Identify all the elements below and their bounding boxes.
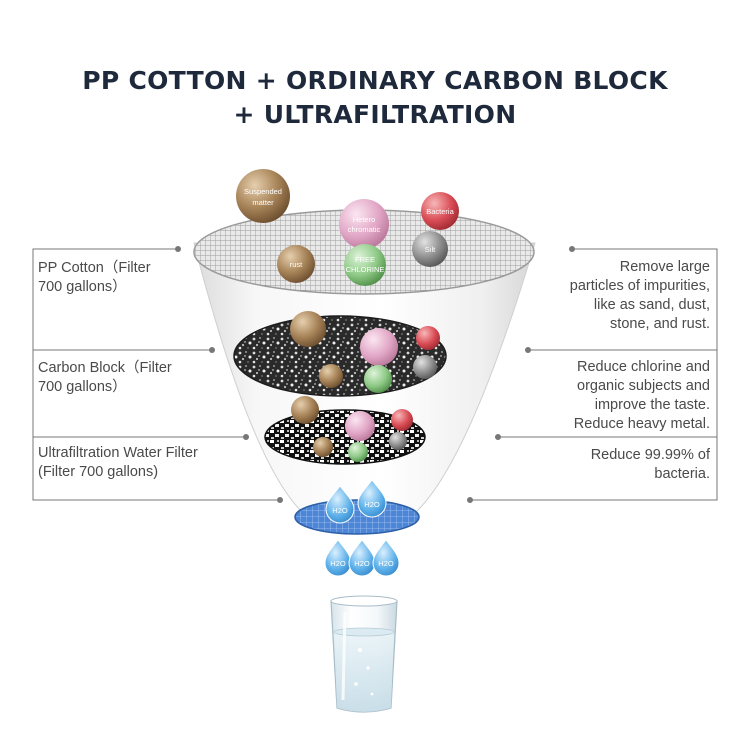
connector-right-1 <box>525 246 718 353</box>
bubble-rust-3 <box>313 437 333 457</box>
svg-text:H2O: H2O <box>332 506 348 515</box>
connector-left-1 <box>32 246 215 353</box>
bubble-bacteria: Bacteria <box>421 192 459 230</box>
connector-right-3 <box>467 437 718 503</box>
bubble-heterochromatic-2 <box>360 328 398 366</box>
bubble-heterochromatic: Hetero chromatic <box>339 199 389 249</box>
bubble-free-chlorine-2 <box>364 365 392 393</box>
svg-text:Suspended: Suspended <box>244 187 282 196</box>
svg-text:matter: matter <box>252 198 274 207</box>
stage-label-ultrafiltration: Ultrafiltration Water Filter (Filter 700… <box>38 445 198 480</box>
svg-text:H2O: H2O <box>354 559 370 568</box>
bubble-suspended-matter: Suspended matter <box>236 169 290 223</box>
bubble-silt-3 <box>389 432 407 450</box>
bubble-bacteria-3 <box>391 409 413 431</box>
stage-description-ultrafiltration: Reduce 99.99% of bacteria. <box>590 447 710 482</box>
water-drop-icon: H2O <box>324 539 352 577</box>
stage-description-pp-cotton: Remove large particles of impurities, li… <box>569 259 710 332</box>
bubble-silt-2 <box>413 355 437 379</box>
svg-text:Bacteria: Bacteria <box>426 207 454 216</box>
stage-label-carbon-block: Carbon Block（Filter 700 gallons） <box>38 360 172 395</box>
page-title-line-1: PP COTTON + ORDINARY CARBON BLOCK <box>82 66 668 95</box>
svg-text:chromatic: chromatic <box>348 225 381 234</box>
svg-text:H2O: H2O <box>378 559 394 568</box>
water-drop-icon: H2O <box>357 479 387 518</box>
svg-text:CHLORINE: CHLORINE <box>346 265 385 274</box>
membrane-disc <box>294 499 420 535</box>
bubble-free-chlorine-3 <box>348 442 368 462</box>
svg-text:rust: rust <box>290 260 303 269</box>
svg-text:Hetero: Hetero <box>353 215 376 224</box>
water-drop-icon: H2O <box>348 539 376 577</box>
bubble-rust-2 <box>319 364 343 388</box>
svg-text:FREE: FREE <box>355 255 375 264</box>
bubble-heterochromatic-3 <box>345 411 375 441</box>
svg-text:H2O: H2O <box>364 500 380 509</box>
water-drop-icon: H2O <box>372 539 400 577</box>
water-drop-icon: H2O <box>325 485 355 524</box>
bubble-suspended-matter-2 <box>290 311 326 347</box>
stage-description-carbon-block: Reduce chlorine and organic subjects and… <box>573 359 710 432</box>
svg-text:H2O: H2O <box>330 559 346 568</box>
bubble-silt: Silt <box>412 231 448 267</box>
bubble-rust: rust <box>277 245 315 283</box>
bubble-bacteria-2 <box>416 326 440 350</box>
page-title-line-2: + ULTRAFILTRATION <box>233 100 517 129</box>
water-glass <box>330 595 398 713</box>
carbon-block-layer <box>233 315 447 397</box>
svg-text:Silt: Silt <box>425 245 436 254</box>
bubble-free-chlorine: FREE CHLORINE <box>344 244 386 286</box>
stage-label-pp-cotton: PP Cotton（Filter 700 gallons） <box>38 260 151 295</box>
connector-left-3 <box>32 437 283 503</box>
bubble-suspended-matter-3 <box>291 396 319 424</box>
